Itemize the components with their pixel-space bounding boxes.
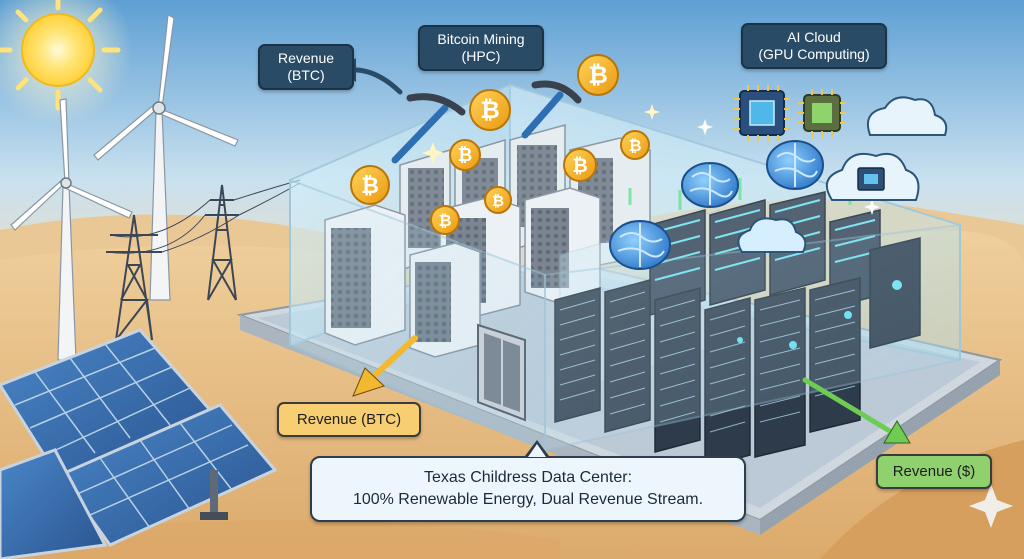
solar-panel-icon — [0, 328, 278, 559]
svg-text:₿: ₿ — [628, 136, 641, 155]
cloud-icon — [866, 96, 948, 136]
callout-line2: 100% Renewable Energy, Dual Revenue Stre… — [352, 491, 704, 508]
bitcoin-mining-line2: (HPC) — [461, 48, 501, 64]
revenue-btc-bottom-label: Revenue (BTC) — [277, 402, 421, 437]
cloud-icon — [825, 152, 920, 201]
svg-text:₿: ₿ — [438, 211, 451, 230]
svg-text:₿: ₿ — [492, 192, 504, 210]
door-icon — [477, 323, 526, 422]
chip-icon — [734, 85, 790, 141]
arrow-revenue-usd — [802, 377, 911, 444]
chip-icon — [798, 89, 846, 137]
pickaxe-icon — [391, 93, 466, 164]
sparkle-icon — [422, 104, 880, 215]
revenue-btc-top-label: Revenue (BTC) — [258, 44, 354, 90]
arrow-revenue-btc-bottom — [352, 335, 418, 397]
callout-line1: Texas Childress Data Center: — [423, 469, 633, 486]
revenue-usd-label: Revenue ($) — [876, 454, 992, 489]
sun-icon — [0, 0, 133, 125]
bitcoin-coin-icon: ₿ — [620, 130, 650, 160]
bitcoin-mining-label: Bitcoin Mining (HPC) — [418, 25, 544, 71]
svg-text:₿: ₿ — [458, 145, 473, 166]
revenue-usd-text: Revenue ($) — [892, 463, 976, 480]
revenue-btc-top-line1: Revenue — [277, 50, 335, 66]
data-center-callout: Texas Childress Data Center: 100% Renewa… — [310, 456, 746, 522]
bitcoin-coin-icon: ₿ — [484, 186, 512, 214]
svg-text:₿: ₿ — [361, 174, 379, 199]
bitcoin-mining-line1: Bitcoin Mining — [437, 31, 525, 47]
callout-tail-inner — [528, 444, 546, 457]
revenue-btc-bottom-text: Revenue (BTC) — [296, 411, 402, 428]
brain-icon — [681, 162, 739, 208]
brain-icon — [766, 140, 824, 190]
ai-cloud-line1: AI Cloud — [787, 29, 841, 45]
sparkle-icon — [969, 484, 1013, 528]
bitcoin-coin-icon: ₿ — [577, 54, 619, 96]
bitcoin-coin-icon: ₿ — [563, 148, 597, 182]
ai-cloud-label: AI Cloud (GPU Computing) — [741, 23, 887, 69]
bitcoin-coin-icon: ₿ — [449, 139, 481, 171]
bitcoin-coin-icon: ₿ — [469, 89, 511, 131]
brain-icon — [609, 220, 671, 270]
bitcoin-coins: ₿ ₿ ₿ ₿ ₿ ₿ ₿ ₿ — [350, 54, 650, 235]
wind-turbine-icon — [10, 98, 133, 361]
revenue-btc-top-line2: (BTC) — [287, 67, 325, 83]
ai-cloud-line2: (GPU Computing) — [758, 46, 870, 62]
cloud-icon — [737, 217, 807, 253]
svg-text:₿: ₿ — [480, 96, 500, 124]
bitcoin-coin-icon: ₿ — [430, 205, 460, 235]
pickaxe-icon — [521, 80, 582, 139]
svg-text:₿: ₿ — [588, 61, 608, 89]
power-pylon-icon — [106, 184, 239, 341]
bitcoin-coin-icon: ₿ — [350, 165, 390, 205]
svg-text:₿: ₿ — [572, 155, 587, 177]
